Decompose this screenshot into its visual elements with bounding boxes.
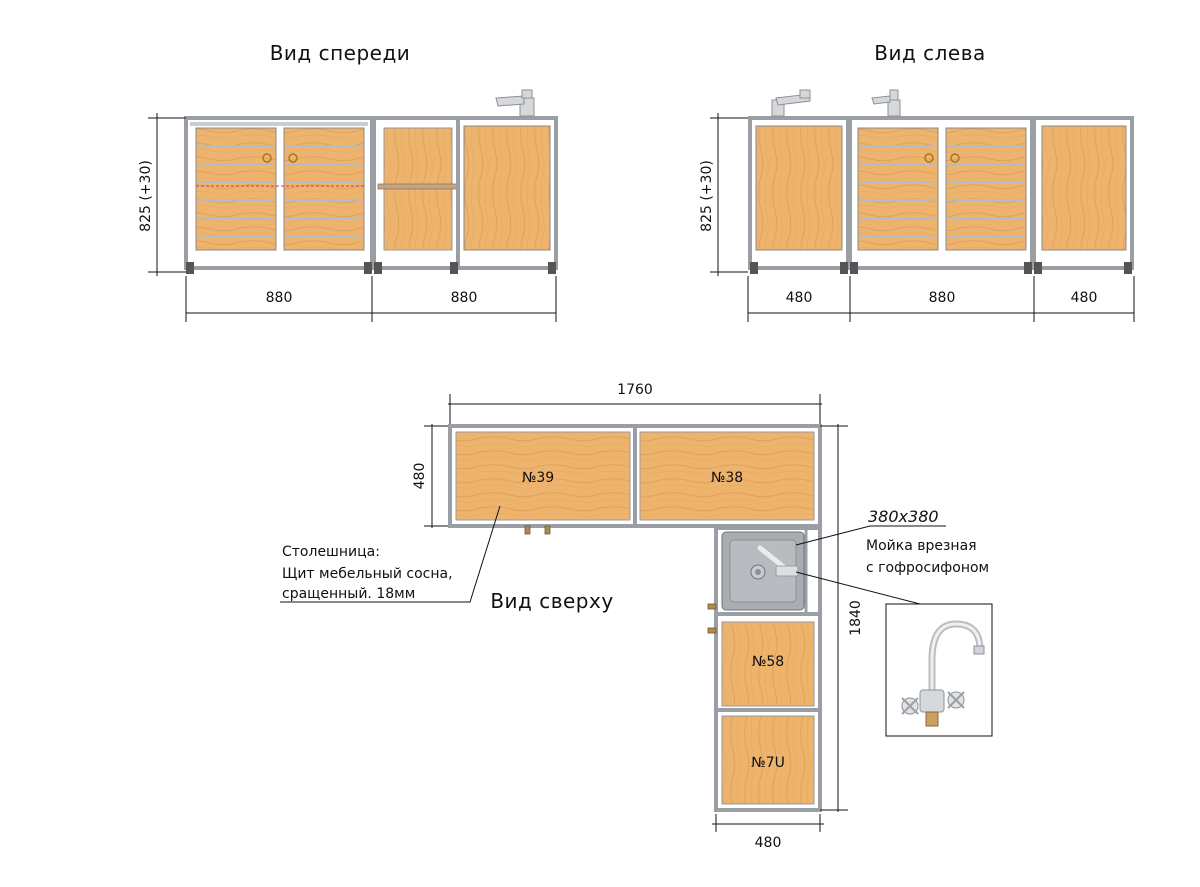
left-width-1: 480 bbox=[786, 290, 813, 306]
top-bottom-width: 480 bbox=[755, 835, 782, 851]
left-view: 480 880 480 825 (+30) bbox=[699, 89, 1135, 322]
countertop-note-1: Столешница: bbox=[282, 544, 380, 560]
faucet-detail-box bbox=[885, 603, 993, 737]
faucet-icon bbox=[495, 89, 535, 117]
module-7u bbox=[721, 715, 815, 805]
front-frame-3 bbox=[456, 116, 558, 270]
faucet-icon-left-1 bbox=[771, 89, 811, 117]
module-38 bbox=[639, 431, 815, 521]
top-overall-width: 1760 bbox=[617, 382, 653, 398]
countertop-note-3: сращенный. 18мм bbox=[282, 586, 415, 602]
left-height: 825 (+30) bbox=[699, 160, 715, 232]
left-view-title: Вид слева bbox=[874, 41, 986, 65]
countertop-note-2: Щит мебельный сосна, bbox=[282, 566, 453, 582]
front-view-title: Вид спереди bbox=[270, 41, 411, 65]
sink-size: 380x380 bbox=[868, 507, 939, 526]
left-width-3: 480 bbox=[1071, 290, 1098, 306]
top-overall-height: 1840 bbox=[848, 600, 864, 636]
module-38-label: №38 bbox=[711, 470, 743, 486]
faucet-icon-detail bbox=[901, 620, 985, 727]
front-door-1 bbox=[195, 127, 277, 251]
top-view: 1760 480 №39 №38 №58 bbox=[280, 382, 993, 851]
module-7u-label: №7U bbox=[751, 755, 785, 771]
front-door-3 bbox=[463, 125, 551, 251]
front-width-2: 880 bbox=[451, 290, 478, 306]
sink-note-1: Мойка врезная bbox=[866, 538, 977, 554]
module-58-label: №58 bbox=[752, 654, 784, 670]
top-depth: 480 bbox=[412, 463, 428, 490]
front-view: 880 880 825 (+30) bbox=[138, 89, 558, 322]
top-view-title: Вид сверху bbox=[490, 589, 613, 613]
front-door-2 bbox=[283, 127, 365, 251]
module-58 bbox=[721, 621, 815, 707]
front-height: 825 (+30) bbox=[138, 160, 154, 232]
module-39 bbox=[455, 431, 631, 521]
left-width-2: 880 bbox=[929, 290, 956, 306]
faucet-icon-left-2 bbox=[871, 89, 901, 117]
module-39-label: №39 bbox=[522, 470, 554, 486]
sink-note-2: с гофросифоном bbox=[866, 560, 989, 576]
front-width-1: 880 bbox=[266, 290, 293, 306]
